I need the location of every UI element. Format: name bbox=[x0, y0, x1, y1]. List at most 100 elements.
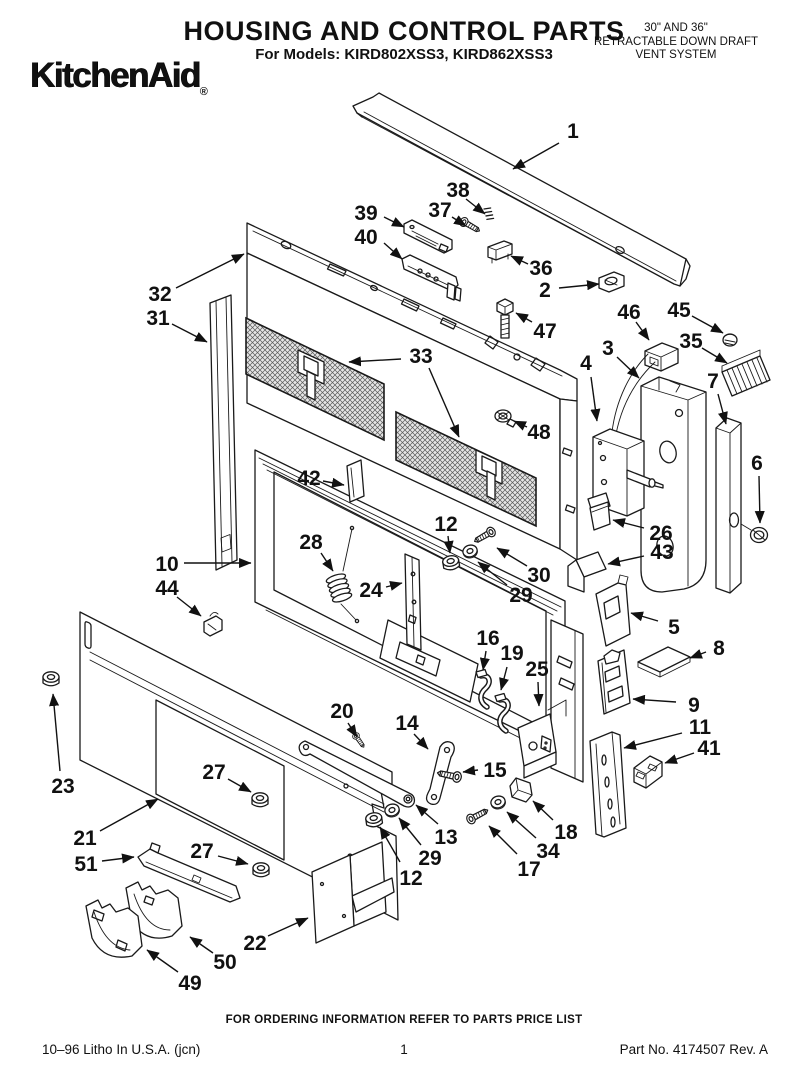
mesh-filters-part-33-drawing bbox=[245, 316, 537, 528]
screw-part-20-drawing bbox=[350, 731, 368, 750]
leader-arrow-13 bbox=[415, 804, 439, 825]
leader-arrow-9 bbox=[632, 694, 677, 705]
leader-arrow-27 bbox=[217, 855, 249, 866]
leader-arrow-23 bbox=[49, 693, 61, 772]
callout-label-9: 9 bbox=[688, 694, 700, 717]
leader-arrow-20 bbox=[346, 722, 358, 738]
leader-arrow-4 bbox=[590, 376, 601, 422]
leader-arrow-25 bbox=[533, 681, 544, 707]
leader-arrow-42 bbox=[322, 477, 345, 488]
nut-part-48-drawing bbox=[494, 409, 517, 428]
callout-label-33: 33 bbox=[409, 345, 432, 368]
callout-label-3: 3 bbox=[602, 337, 614, 360]
callout-label-38: 38 bbox=[446, 179, 470, 202]
leader-arrow-40 bbox=[383, 242, 403, 260]
leader-arrow-26 bbox=[612, 518, 645, 529]
leader-arrow-24 bbox=[385, 581, 403, 591]
cap-part-45-drawing bbox=[722, 333, 738, 347]
screw-part-37-drawing bbox=[457, 215, 483, 236]
callout-label-4: 4 bbox=[580, 352, 592, 375]
callout-label-13: 13 bbox=[434, 826, 457, 849]
leader-arrow-6 bbox=[754, 475, 765, 524]
washer-part-34-drawing bbox=[488, 793, 508, 812]
callout-label-22: 22 bbox=[243, 932, 266, 955]
callout-label-32: 32 bbox=[148, 283, 171, 306]
bracket-part-43-drawing bbox=[567, 551, 607, 593]
callout-label-48: 48 bbox=[527, 421, 551, 444]
callout-label-40: 40 bbox=[354, 226, 377, 249]
callout-label-16: 16 bbox=[476, 627, 499, 650]
plate-part-42-drawing bbox=[346, 459, 365, 503]
leader-arrow-47 bbox=[515, 312, 533, 324]
callout-label-42: 42 bbox=[297, 467, 320, 490]
leader-arrow-51 bbox=[101, 853, 135, 864]
ordering-note: FOR ORDERING INFORMATION REFER TO PARTS … bbox=[225, 1014, 583, 1026]
leader-arrow-32 bbox=[175, 253, 245, 289]
callout-label-12: 12 bbox=[434, 513, 457, 536]
callout-label-29: 29 bbox=[509, 584, 532, 607]
callout-label-28: 28 bbox=[299, 531, 323, 554]
callout-label-25: 25 bbox=[525, 658, 549, 681]
leader-arrow-29 bbox=[477, 561, 508, 586]
bracket-part-5-drawing bbox=[595, 574, 631, 647]
callout-label-46: 46 bbox=[617, 301, 640, 324]
callout-label-20: 20 bbox=[330, 700, 353, 723]
callout-label-15: 15 bbox=[483, 759, 507, 782]
leader-arrow-41 bbox=[664, 752, 695, 764]
leader-arrow-18 bbox=[532, 800, 554, 821]
size-note-line2: RETRACTABLE DOWN DRAFT bbox=[594, 35, 758, 48]
leader-arrow-46 bbox=[635, 321, 650, 341]
screw-part-17-drawing bbox=[464, 805, 491, 826]
rail-part-7-drawing bbox=[715, 417, 742, 594]
page-number: 1 bbox=[400, 1042, 408, 1057]
leader-arrow-8 bbox=[689, 649, 707, 659]
leader-arrow-17 bbox=[488, 825, 518, 855]
size-note: 30" AND 36" RETRACTABLE DOWN DRAFT VENT … bbox=[566, 22, 786, 63]
callout-label-7: 7 bbox=[707, 370, 719, 393]
hook-part-16-drawing bbox=[475, 668, 492, 710]
callout-label-29: 29 bbox=[418, 847, 441, 870]
leader-arrow-33 bbox=[428, 367, 460, 438]
bracket-part-9-drawing bbox=[597, 649, 631, 715]
callout-label-47: 47 bbox=[533, 320, 556, 343]
part-number: Part No. 4174507 Rev. A bbox=[619, 1042, 768, 1057]
callout-label-36: 36 bbox=[529, 257, 552, 280]
callout-label-2: 2 bbox=[539, 279, 551, 302]
screw-part-6-drawing bbox=[740, 523, 769, 544]
callout-label-27: 27 bbox=[190, 840, 213, 863]
nut-part-27b-drawing bbox=[252, 862, 270, 878]
leader-arrow-39 bbox=[383, 216, 405, 228]
screw-part-47-drawing bbox=[496, 298, 514, 339]
leader-arrow-12 bbox=[443, 535, 454, 554]
leader-arrow-45 bbox=[691, 315, 724, 334]
leader-arrow-49 bbox=[146, 949, 179, 973]
bracket-part-41-drawing bbox=[633, 755, 663, 789]
leader-arrow-21 bbox=[99, 798, 159, 832]
control-part-40-drawing bbox=[401, 254, 462, 302]
callout-label-44: 44 bbox=[155, 577, 179, 600]
brand-wordmark: KitchenAid bbox=[30, 56, 201, 95]
models-subtitle: For Models: KIRD802XSS3, KIRD862XSS3 bbox=[255, 46, 553, 63]
rail-part-11-drawing bbox=[589, 731, 627, 838]
callout-label-23: 23 bbox=[51, 775, 74, 798]
leader-arrow-38 bbox=[465, 198, 486, 215]
leader-arrow-35 bbox=[701, 347, 728, 364]
leader-arrow-44 bbox=[176, 596, 202, 617]
leader-arrow-16 bbox=[479, 650, 490, 671]
page-title: HOUSING AND CONTROL PARTS bbox=[183, 16, 625, 46]
callout-label-37: 37 bbox=[428, 199, 451, 222]
leader-arrow-29 bbox=[398, 817, 422, 846]
callout-label-10: 10 bbox=[155, 553, 178, 576]
leader-arrow-37 bbox=[451, 215, 467, 227]
leader-arrow-31 bbox=[171, 323, 208, 343]
callout-label-51: 51 bbox=[74, 853, 98, 876]
spring-part-38-drawing bbox=[483, 207, 495, 221]
leader-arrow-22 bbox=[267, 917, 309, 937]
callout-label-11: 11 bbox=[689, 716, 712, 739]
callout-label-34: 34 bbox=[536, 840, 560, 863]
registered-mark: ® bbox=[199, 86, 208, 98]
hook-part-19-drawing bbox=[494, 692, 511, 734]
callout-label-50: 50 bbox=[213, 951, 236, 974]
